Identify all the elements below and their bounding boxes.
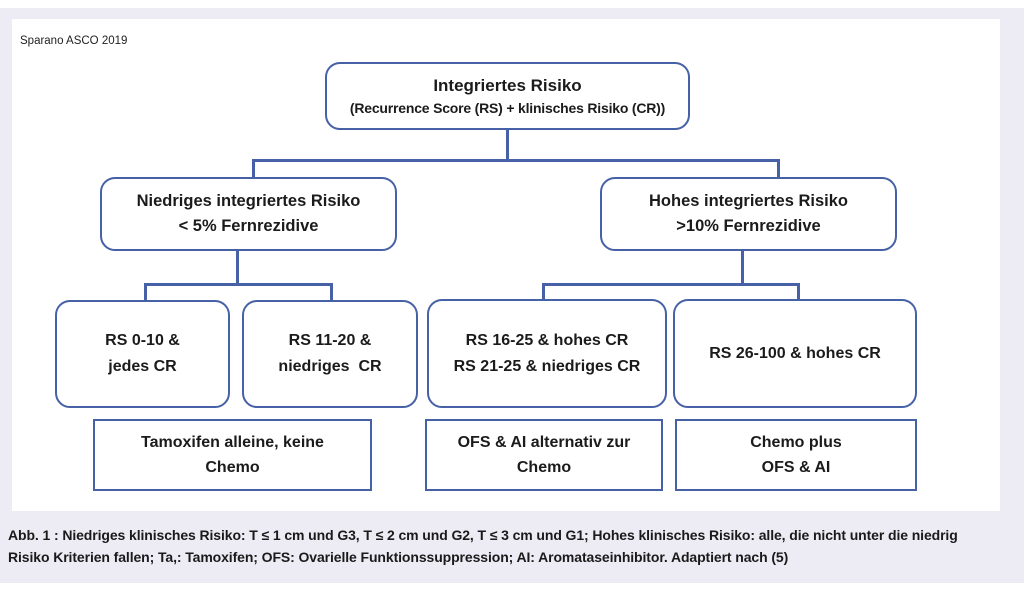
- root-box-subtitle: (Recurrence Score (RS) + klinisches Risi…: [349, 100, 666, 116]
- rs-26-100-box: RS 26-100 & hohes CR: [673, 299, 917, 408]
- figure-caption: Abb. 1 : Niedriges klinisches Risiko: T …: [8, 524, 958, 568]
- ofs-ai-line1: OFS & AI alternativ zur: [457, 434, 631, 451]
- tamoxifen-treatment-box: Tamoxifen alleine, keine Chemo: [93, 419, 372, 491]
- connector-top-right-drop: [777, 159, 780, 178]
- rs-16-25-line2: RS 21-25 & niedriges CR: [453, 357, 641, 375]
- connector-top-left-drop: [252, 159, 255, 178]
- rs-0-10-line1: RS 0-10 &: [105, 332, 180, 349]
- ofs-ai-line2: Chemo: [516, 459, 572, 476]
- connector-high-risk-vertical: [741, 250, 744, 286]
- low-risk-label: Niedriges integriertes Risiko: [136, 192, 361, 210]
- chemo-line1: Chemo plus: [750, 434, 842, 451]
- rs-16-25-box: RS 16-25 & hohes CR RS 21-25 & niedriges…: [427, 299, 667, 408]
- caption-line-2: Risiko Kriterien fallen; Ta,: Tamoxifen;…: [8, 549, 789, 565]
- tamoxifen-line1: Tamoxifen alleine, keine: [141, 434, 324, 451]
- low-integrated-risk-box: Niedriges integriertes Risiko < 5% Fernr…: [100, 177, 397, 251]
- rs-0-10-box: RS 0-10 & jedes CR: [55, 300, 230, 408]
- connector-low-risk-vertical: [236, 250, 239, 286]
- connector-rs11-20-drop: [330, 283, 333, 301]
- high-risk-label: Hohes integriertes Risiko: [649, 192, 848, 210]
- rs-11-20-line2: niedriges CR: [278, 358, 382, 375]
- connector-left-horizontal: [144, 283, 333, 286]
- connector-top-horizontal: [252, 159, 780, 162]
- ofs-ai-treatment-box: OFS & AI alternativ zur Chemo: [425, 419, 663, 491]
- connector-rs16-25-drop: [542, 283, 545, 300]
- chemo-treatment-box: Chemo plus OFS & AI: [675, 419, 917, 491]
- rs-0-10-line2: jedes CR: [108, 358, 177, 375]
- rs-26-100-line1: RS 26-100 & hohes CR: [709, 344, 881, 362]
- rs-16-25-line1: RS 16-25 & hohes CR: [465, 331, 629, 349]
- chemo-line2: OFS & AI: [761, 459, 831, 476]
- tamoxifen-line2: Chemo: [205, 459, 260, 476]
- connector-right-horizontal: [542, 283, 800, 286]
- integrated-risk-root-box: Integriertes Risiko (Recurrence Score (R…: [325, 62, 690, 130]
- rs-11-20-line1: RS 11-20 &: [288, 332, 372, 349]
- rs-11-20-box: RS 11-20 & niedriges CR: [242, 300, 418, 408]
- high-risk-rate: >10% Fernrezidive: [676, 217, 821, 235]
- low-risk-rate: < 5% Fernrezidive: [178, 217, 319, 235]
- attribution-text: Sparano ASCO 2019: [20, 35, 128, 47]
- connector-rs0-10-drop: [144, 283, 147, 301]
- high-integrated-risk-box: Hohes integriertes Risiko >10% Fernrezid…: [600, 177, 897, 251]
- connector-rs26-100-drop: [797, 283, 800, 300]
- caption-line-1: Abb. 1 : Niedriges klinisches Risiko: T …: [8, 527, 958, 543]
- root-box-title: Integriertes Risiko: [433, 76, 582, 95]
- connector-root-vertical: [506, 129, 509, 161]
